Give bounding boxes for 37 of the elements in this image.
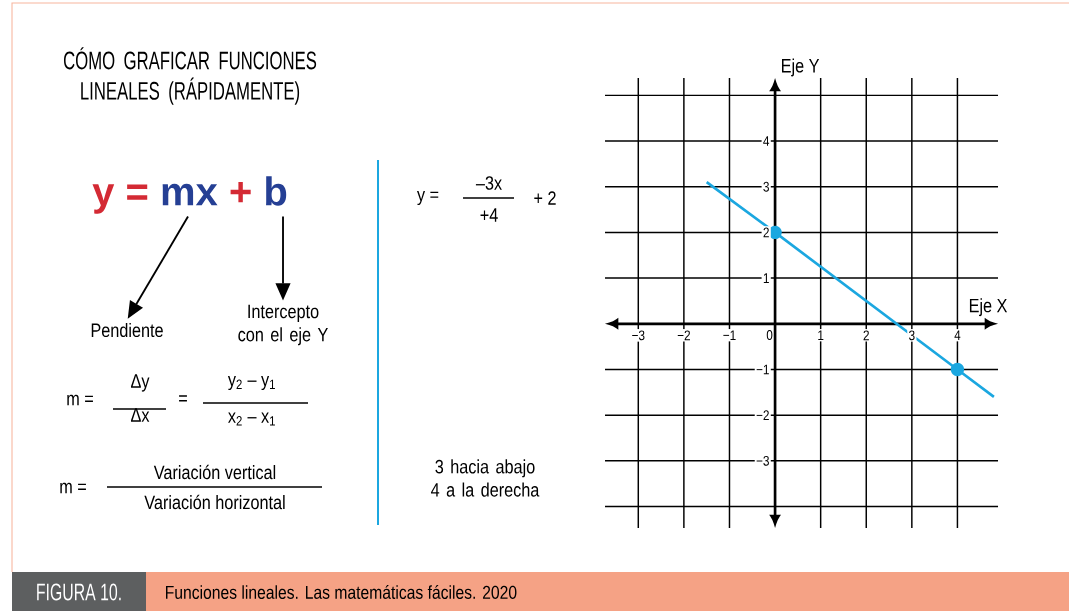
formula-text: Δy — [131, 374, 150, 392]
formula-text: y$_{2}$ – y$_{1}$ — [227, 375, 275, 391]
tick-label: 1 — [816, 329, 826, 342]
formula-text: y = — [417, 190, 439, 206]
tick-label: 2 — [761, 226, 771, 239]
tick-label: 4 — [952, 329, 963, 342]
equation: y = mx + b — [92, 176, 287, 214]
node-label: Intercepto con el eje Y — [238, 304, 328, 346]
formula-text: Variación horizontal — [144, 494, 285, 510]
formula-text: m = — [60, 482, 86, 494]
caption-bar: Funciones lineales. Las matemáticas fáciles. 2020 — [146, 572, 1069, 611]
tick-label: 3 — [907, 329, 917, 342]
axis-label: Eje X — [967, 296, 1009, 318]
tick-label: −3 — [630, 329, 647, 342]
tick-label: −2 — [675, 329, 692, 342]
formula-text: Δx — [131, 408, 150, 422]
formula-text: Variación vertical — [153, 464, 276, 480]
node-label: Pendiente — [91, 322, 163, 338]
formula-text: + 2 — [534, 191, 556, 205]
axis-label: Eje Y — [779, 57, 821, 78]
tick-label: 1 — [761, 271, 771, 285]
tick-label: −1 — [721, 329, 738, 342]
formula-text: m = — [67, 394, 93, 406]
tick-label: 2 — [861, 329, 871, 342]
formula-text: +4 — [480, 208, 498, 222]
figure-tag: FIGURA 10. — [12, 572, 146, 611]
tick-label: −2 — [754, 408, 771, 422]
formula-text: –3x — [475, 176, 502, 190]
tick-label: −3 — [754, 454, 771, 468]
tick-label: 0 — [766, 330, 773, 340]
note-text: 3 hacia abajo 4 a la derecha — [431, 459, 540, 497]
formula-text: x$_{2}$ – x$_{1}$ — [228, 412, 275, 426]
tick-label: 4 — [761, 134, 771, 148]
formula-text: = — [179, 395, 187, 402]
title: CÓMO GRAFICAR FUNCIONES LINEALES (RÁPIDAMENTE) — [64, 47, 317, 105]
tick-label: 3 — [761, 180, 771, 193]
tick-label: −1 — [754, 363, 771, 376]
